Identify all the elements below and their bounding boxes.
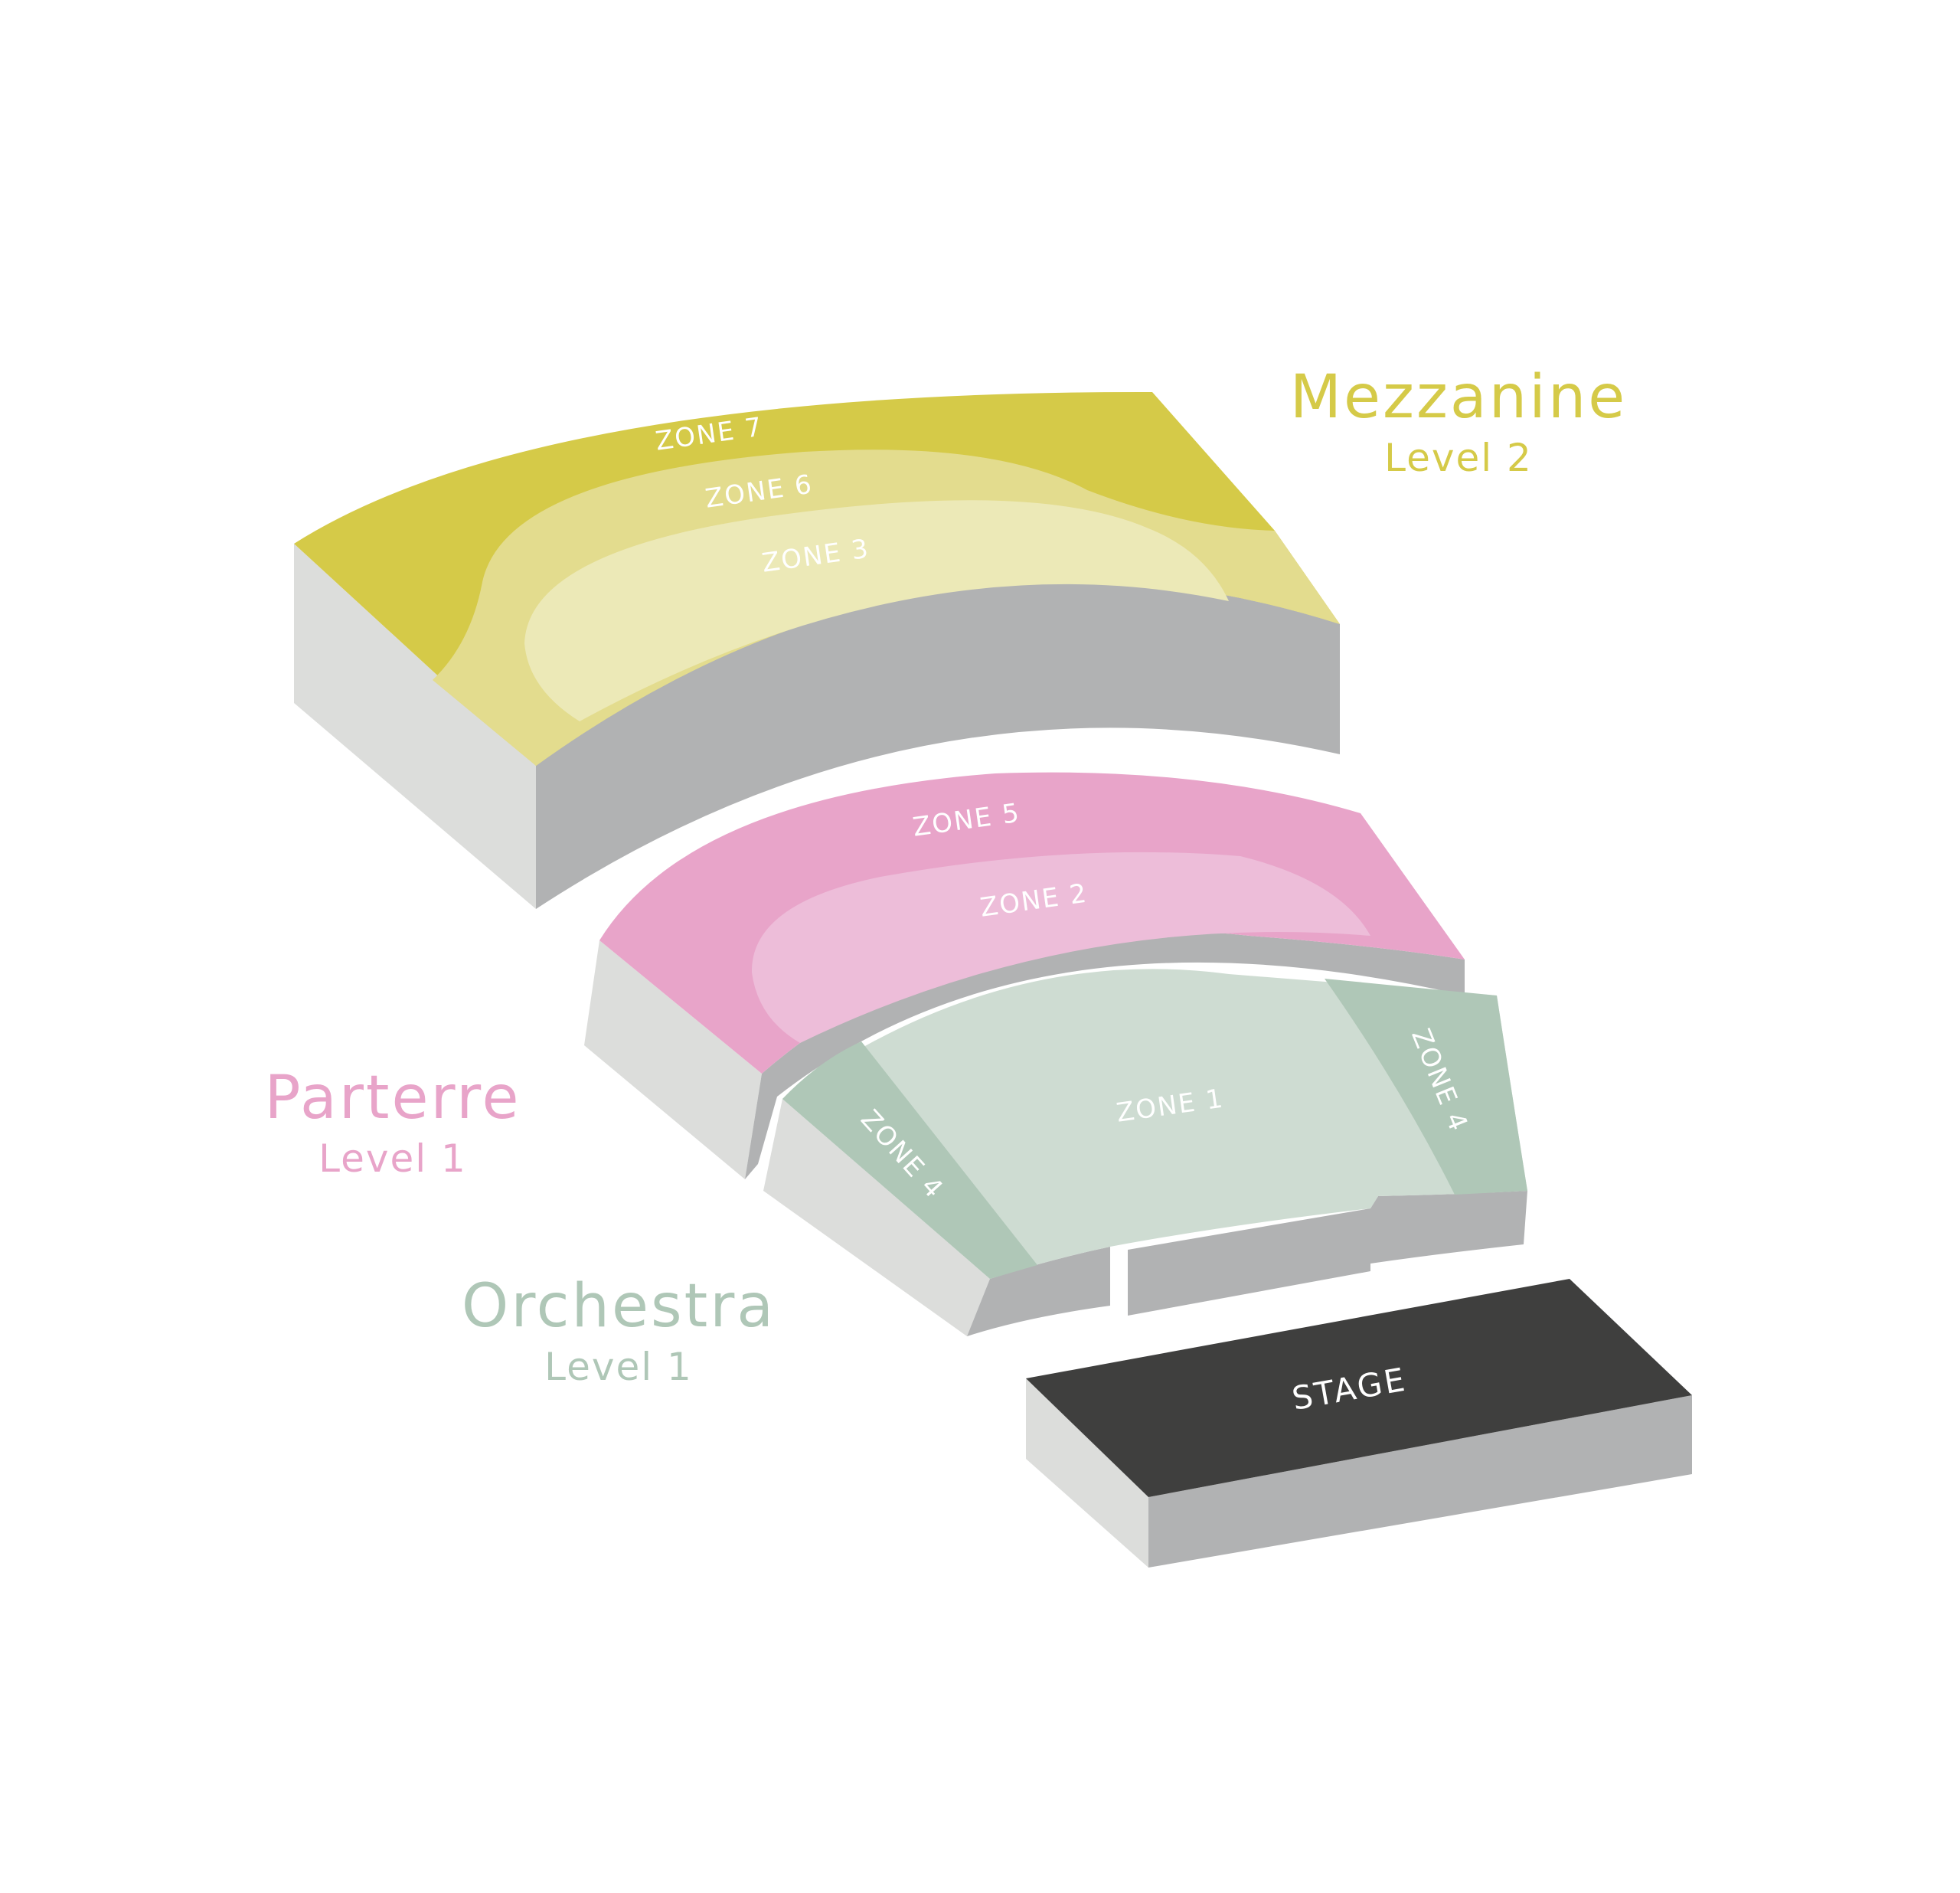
orchestra-front-step-right bbox=[1370, 1191, 1527, 1264]
parterre-left-side bbox=[584, 940, 762, 1179]
orchestra-zone-4-right[interactable] bbox=[1325, 979, 1527, 1195]
mezzanine-legend: Mezzanine Level 2 bbox=[1290, 363, 1628, 480]
orchestra-level: Level 1 bbox=[544, 1345, 693, 1389]
mezzanine-section[interactable]: ZONE 7 ZONE 6 ZONE 3 bbox=[294, 391, 1340, 909]
parterre-section[interactable]: ZONE 5 ZONE 2 bbox=[584, 772, 1465, 1179]
parterre-legend: Parterre Level 1 bbox=[264, 1064, 521, 1181]
stage-front-side bbox=[1148, 1395, 1692, 1568]
parterre-inner-rim bbox=[745, 930, 1465, 1179]
stage-top bbox=[1026, 1279, 1692, 1497]
mezzanine-left-side bbox=[294, 544, 536, 909]
parterre-level: Level 1 bbox=[318, 1136, 467, 1181]
mezzanine-front-side bbox=[536, 580, 1340, 909]
orchestra-front-step-left bbox=[967, 1247, 1110, 1336]
mezzanine-level: Level 2 bbox=[1384, 436, 1533, 480]
orchestra-legend: Orchestra Level 1 bbox=[462, 1272, 776, 1389]
orchestra-front-step-mid bbox=[1128, 1208, 1370, 1316]
orchestra-left-side bbox=[763, 1099, 990, 1336]
parterre-title: Parterre bbox=[264, 1064, 521, 1133]
orchestra-zone-4-left[interactable] bbox=[782, 1041, 1037, 1279]
mezzanine-zone-3[interactable] bbox=[524, 500, 1229, 721]
orchestra-title: Orchestra bbox=[462, 1272, 776, 1341]
stage-left-side bbox=[1026, 1378, 1148, 1568]
mezzanine-title: Mezzanine bbox=[1290, 363, 1628, 432]
parterre-zone-2[interactable] bbox=[751, 852, 1370, 1043]
stage: STAGE bbox=[1026, 1279, 1692, 1568]
orchestra-section[interactable]: ZONE 1 ZONE 4 ZONE 4 bbox=[763, 969, 1527, 1336]
